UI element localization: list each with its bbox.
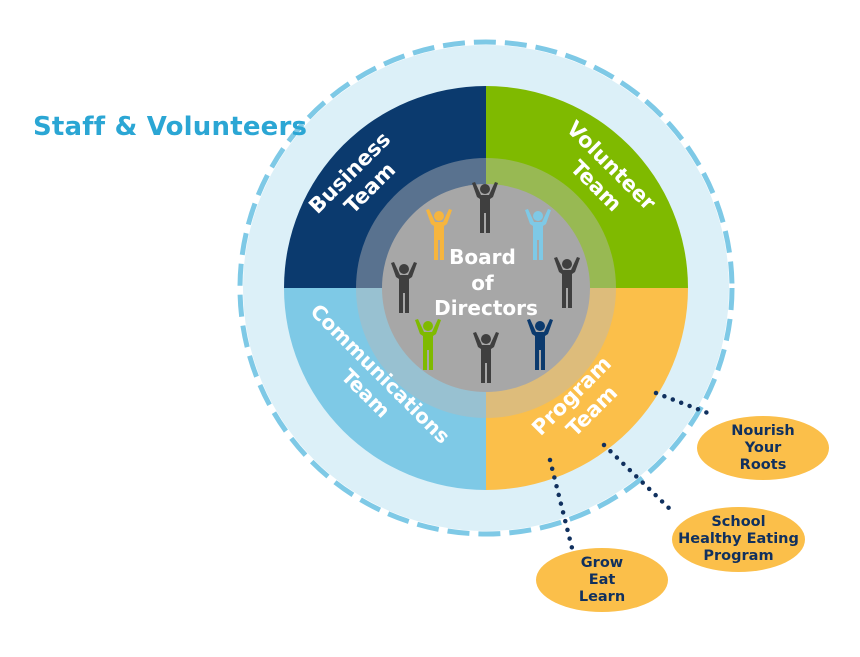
person-icon-upper-left — [426, 209, 452, 260]
connector-nourish — [653, 390, 716, 418]
nourish-line3: Roots — [739, 456, 787, 473]
person-icon-bottom — [473, 332, 499, 383]
person-icon-left — [391, 262, 417, 313]
school-line3: Program — [703, 548, 774, 564]
board-of-directors-label: Board of Directors — [434, 245, 538, 320]
nourish-line2: Your — [744, 439, 782, 456]
outer-dashed-border — [237, 39, 735, 537]
svg-text:Board of Direc: Board of Directors — [434, 245, 538, 320]
center-label-line1: Board — [449, 245, 516, 269]
connector-grow — [547, 457, 575, 551]
grow-line2: Eat — [588, 571, 616, 588]
person-icon-lower-right — [527, 319, 553, 370]
program-bubble-nourish-your-roots: Nourish Your Roots — [697, 416, 829, 480]
program-connectors — [547, 390, 716, 551]
school-line2: Healthy Eating — [678, 531, 799, 547]
program-bubble-school-healthy-eating: School Healthy Eating Program — [672, 507, 805, 572]
grow-line3: Learn — [578, 588, 626, 605]
person-icon-upper-right — [525, 209, 551, 260]
school-line1: School — [711, 514, 766, 530]
people-icons — [391, 182, 580, 383]
program-bubble-grow-eat-learn: Grow Eat Learn — [536, 548, 668, 612]
center-label-line2: of — [471, 271, 494, 295]
connector-school — [601, 442, 677, 516]
nourish-line1: Nourish — [731, 422, 795, 439]
center-label-line3: Directors — [434, 296, 538, 320]
person-icon-right — [554, 257, 580, 308]
person-icon-top — [472, 182, 498, 233]
grow-line1: Grow — [580, 554, 624, 571]
page-title: Staff & Volunteers — [33, 112, 308, 142]
person-icon-lower-left — [415, 319, 441, 370]
